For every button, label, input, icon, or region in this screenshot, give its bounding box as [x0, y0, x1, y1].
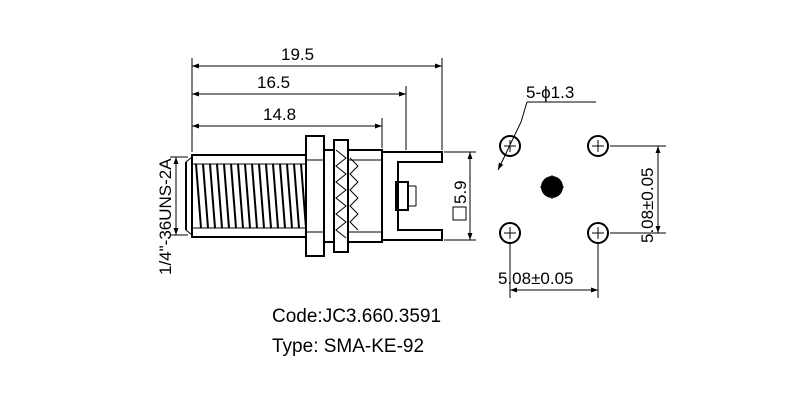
dim-hole-spacing-v: 5.08±0.05 [638, 167, 657, 243]
thread-line [286, 163, 293, 229]
thread-line [265, 163, 272, 229]
thread-line [195, 163, 202, 229]
threaded-body [185, 154, 307, 238]
part-type: Type: SMA-KE-92 [272, 336, 425, 357]
square-symbol-icon [452, 206, 467, 221]
hole-bottom-right [587, 222, 609, 244]
hex-nut [305, 135, 335, 257]
thread-line [237, 163, 244, 229]
hole-bottom-left [499, 222, 521, 244]
dim-thread-spec: 1/4"-36UNS-2A [156, 158, 175, 275]
thread-line [279, 163, 286, 229]
thread-line [216, 163, 223, 229]
pcb-pins [381, 151, 443, 241]
dim-length-to-pins: 16.5 [257, 73, 290, 92]
flange-body [347, 149, 383, 243]
hole-top-left [499, 135, 521, 157]
thread-line [202, 163, 209, 229]
thread-line [209, 163, 216, 229]
thread-lines [195, 163, 307, 229]
thread-line [251, 163, 258, 229]
dim-hole-spacing-h: 5.08±0.05 [498, 269, 574, 288]
thread-line [230, 163, 237, 229]
lock-washer [333, 139, 359, 253]
dim-overall-length: 19.5 [281, 45, 314, 64]
thread-line [258, 163, 265, 229]
thread-line [244, 163, 251, 229]
dim-thread-length: 14.8 [263, 105, 296, 124]
thread-line [293, 163, 300, 229]
thread-line [223, 163, 230, 229]
dim-square-size: 5.9 [451, 180, 470, 204]
footprint-view: 5-ϕ1.3 5.08±0.05 5.08±0.05 [497, 83, 666, 298]
dim-hole-diameter: 5-ϕ1.3 [526, 83, 574, 102]
thread-line [272, 163, 279, 229]
hole-top-right [587, 135, 609, 157]
part-code: Code:JC3.660.3591 [272, 306, 442, 327]
side-view: 19.5 16.5 14.8 1/4"-36UNS-2A 5.9 [156, 45, 476, 275]
